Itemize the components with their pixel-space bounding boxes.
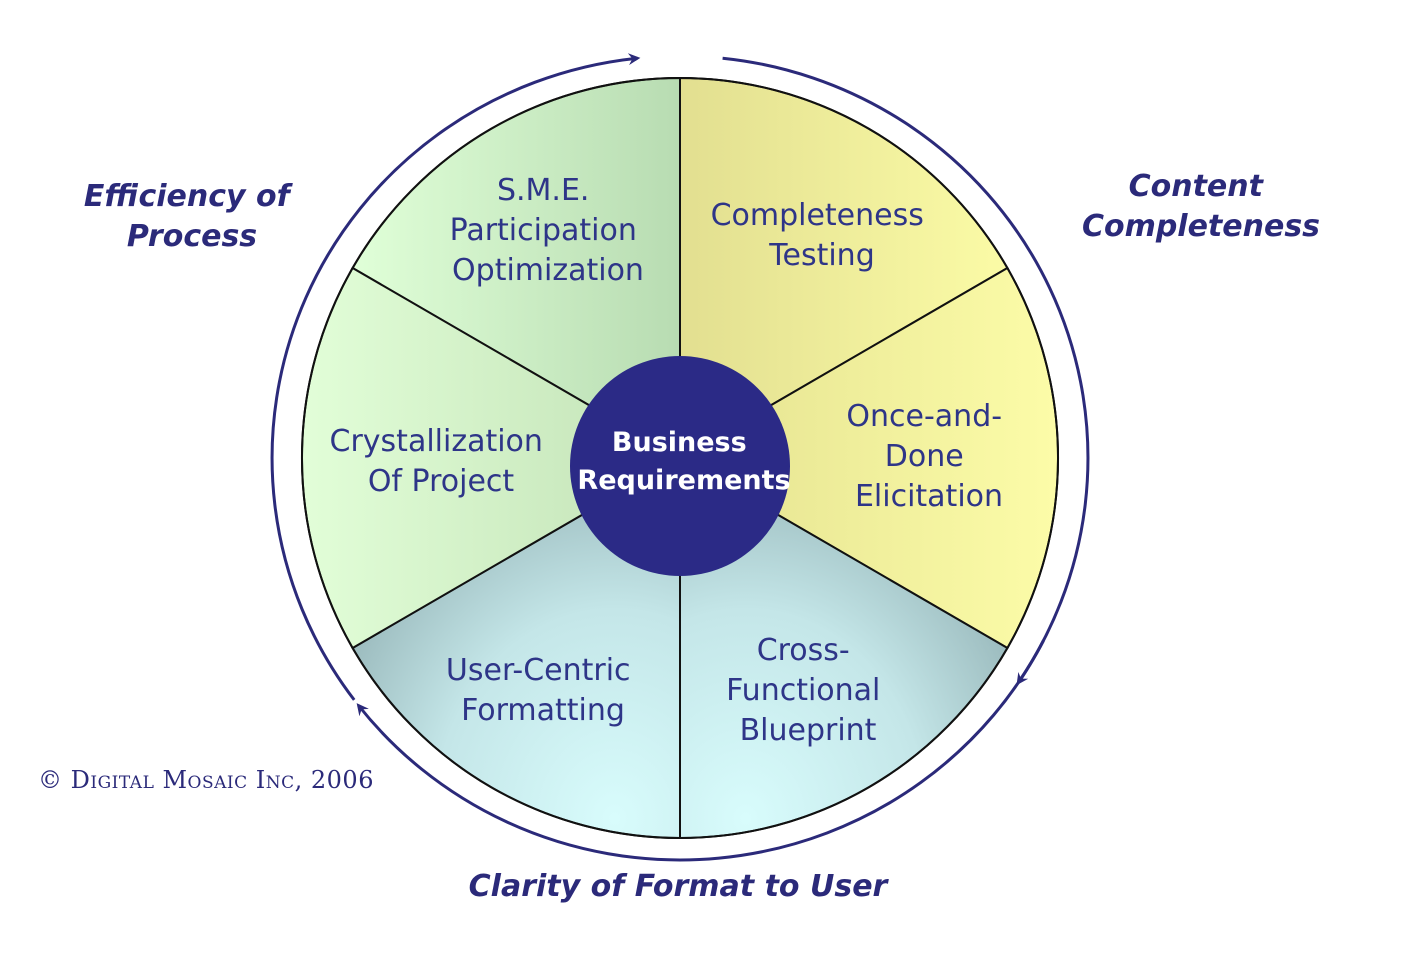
copyright-text: © Digital Mosaic Inc, 2006: [38, 766, 374, 794]
arrow-efficiency: [270, 53, 641, 701]
center-label-line-2: Requirements: [577, 465, 790, 496]
segment-label-cross-functional-line-3: Blueprint: [740, 713, 877, 748]
center-circle: [570, 356, 790, 576]
outer-label-clarity-line-1: Clarity of Format to User: [469, 869, 890, 904]
segment-label-cross-functional-line-1: Cross-: [757, 633, 850, 668]
outer-label-content-line-2: Completeness: [1082, 209, 1320, 244]
outer-label-efficiency-line-1: Efficiency of: [84, 179, 294, 214]
segment-label-crystallization-line-2: Of Project: [368, 464, 515, 499]
segment-label-once-and-done: Once-and- Done Elicitation: [846, 399, 1011, 514]
arrow-content: [722, 56, 1090, 686]
outer-label-efficiency-line-2: Process: [127, 219, 257, 254]
segment-label-completeness-testing-line-1: Completeness: [711, 198, 924, 233]
arrow-clarity: [356, 639, 1045, 862]
segment-label-cross-functional: Cross- Functional Blueprint: [726, 633, 890, 748]
wheel-outline: [301, 77, 1059, 839]
segment-label-crystallization: Crystallization Of Project: [330, 424, 553, 499]
segment-label-completeness-testing: Completeness Testing: [711, 198, 934, 273]
center-label: Business Requirements: [577, 427, 790, 496]
segment-label-cross-functional-line-2: Functional: [726, 673, 880, 708]
outer-label-clarity: Clarity of Format to User: [469, 869, 890, 904]
segment-label-user-centric-line-2: Formatting: [461, 693, 625, 728]
segment-label-completeness-testing-line-2: Testing: [768, 238, 874, 273]
segment-label-sme-line-3: Optimization: [452, 253, 644, 288]
outer-label-efficiency: Efficiency of Process: [84, 179, 300, 254]
outer-label-content-line-1: Content: [1129, 169, 1265, 204]
segment-label-user-centric-line-1: User-Centric: [446, 653, 631, 688]
segment-label-sme: S.M.E. Participation Optimization: [450, 173, 647, 288]
segment-label-sme-line-1: S.M.E.: [497, 173, 590, 208]
outer-label-content: Content Completeness: [1082, 169, 1320, 244]
segment-label-once-and-done-line-2: Done: [885, 439, 964, 474]
segment-label-crystallization-line-1: Crystallization: [330, 424, 543, 459]
center-label-line-1: Business: [612, 427, 747, 458]
segment-label-sme-line-2: Participation: [450, 213, 637, 248]
segment-label-once-and-done-line-3: Elicitation: [855, 479, 1003, 514]
segment-label-user-centric: User-Centric Formatting: [446, 653, 640, 728]
segment-label-once-and-done-line-1: Once-and-: [846, 399, 1002, 434]
